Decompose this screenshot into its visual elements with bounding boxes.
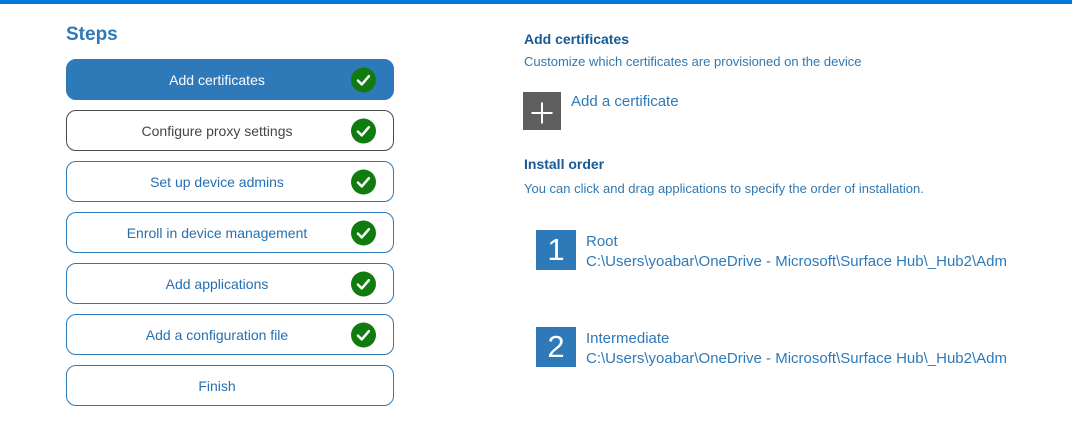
step-label: Add a configuration file [145,326,289,343]
check-icon [351,118,376,143]
check-icon [351,271,376,296]
sidebar-item-set-up-device-admins[interactable]: Set up device admins [66,161,394,202]
certificate-name: Intermediate [586,330,670,347]
sidebar-item-add-certificates[interactable]: Add certificates [66,59,394,100]
step-label: Enroll in device management [126,224,308,241]
accent-top-bar [0,0,1072,4]
certificate-path: C:\Users\yoabar\OneDrive - Microsoft\Sur… [586,350,1007,367]
check-icon [351,220,376,245]
sidebar-item-enroll-in-device-management[interactable]: Enroll in device management [66,212,394,253]
step-label: Add certificates [169,71,265,88]
install-order-item-root[interactable]: 1 Root C:\Users\yoabar\OneDrive - Micros… [536,230,1066,272]
check-icon [351,169,376,194]
check-icon [351,67,376,92]
step-label: Finish [198,377,236,394]
certificate-name: Root [586,233,618,250]
add-certificate-label: Add a certificate [571,93,679,110]
add-certificate-button[interactable] [523,92,561,130]
sidebar-item-add-a-configuration-file[interactable]: Add a configuration file [66,314,394,355]
check-icon [351,322,376,347]
page-description: Customize which certificates are provisi… [524,54,862,69]
step-label: Set up device admins [150,173,284,190]
order-number-badge: 2 [536,327,576,367]
step-label: Configure proxy settings [141,122,293,139]
sidebar-item-configure-proxy-settings[interactable]: Configure proxy settings [66,110,394,151]
order-item-text: Intermediate C:\Users\yoabar\OneDrive - … [586,329,1007,369]
install-order-item-intermediate[interactable]: 2 Intermediate C:\Users\yoabar\OneDrive … [536,327,1066,369]
step-label: Add applications [165,275,269,292]
install-order-description: You can click and drag applications to s… [524,181,924,196]
page-title: Add certificates [524,31,630,47]
order-number-badge: 1 [536,230,576,270]
sidebar-item-add-applications[interactable]: Add applications [66,263,394,304]
order-item-text: Root C:\Users\yoabar\OneDrive - Microsof… [586,232,1007,272]
certificate-path: C:\Users\yoabar\OneDrive - Microsoft\Sur… [586,253,1007,270]
steps-panel-title: Steps [66,24,118,45]
plus-icon [523,92,561,130]
install-order-heading: Install order [524,156,605,172]
sidebar-item-finish[interactable]: Finish [66,365,394,406]
